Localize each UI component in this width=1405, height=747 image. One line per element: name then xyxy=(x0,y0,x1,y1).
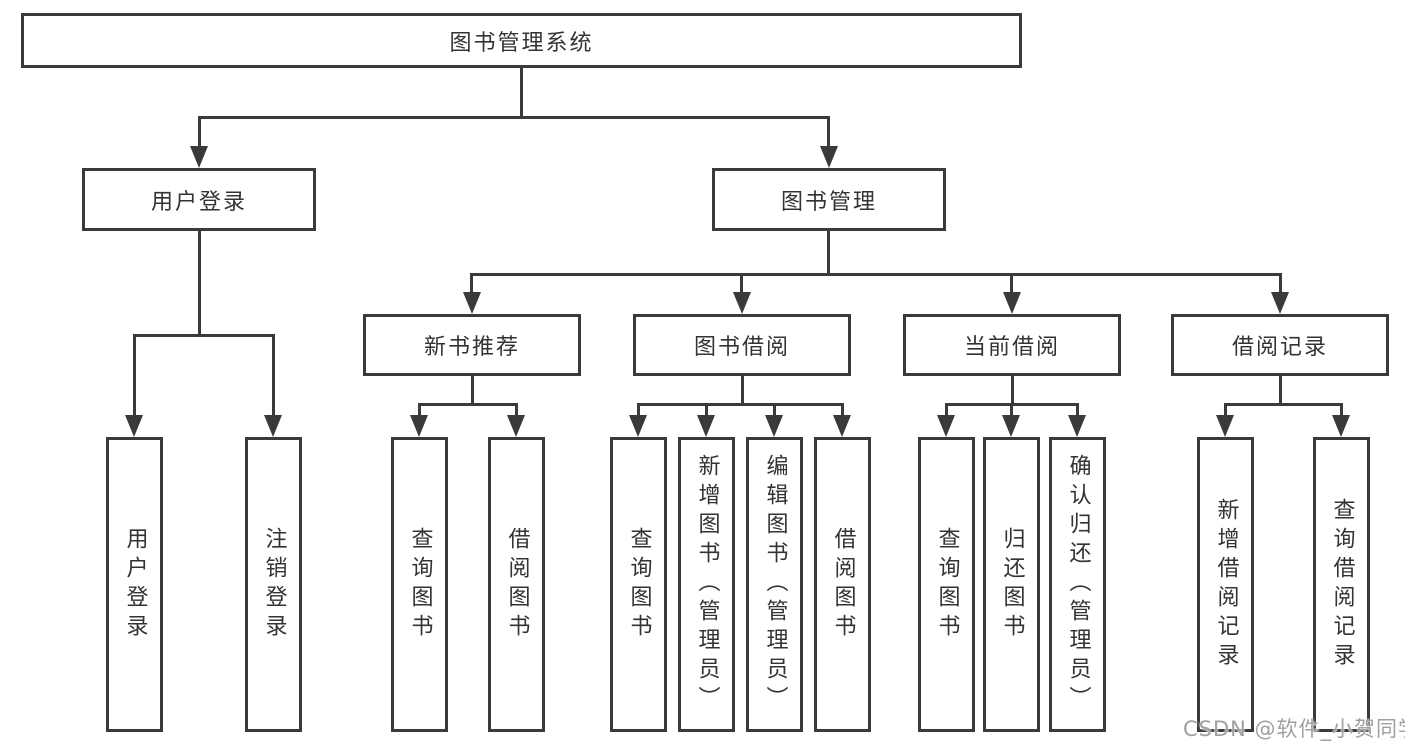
leaf-query-books: 查询图书 xyxy=(391,437,448,732)
node-borrowing-records: 借阅记录 xyxy=(1171,314,1389,376)
connector-stem xyxy=(827,116,830,148)
arrowhead-down-icon xyxy=(1068,415,1086,437)
connector-root-stem xyxy=(520,68,523,119)
connector-root-rail xyxy=(198,116,830,119)
arrowhead-down-icon xyxy=(1002,415,1020,437)
node-new-book-recommend: 新书推荐 xyxy=(363,314,581,376)
node-library-system: 图书管理系统 xyxy=(21,13,1022,68)
connector-stem xyxy=(1224,403,1227,417)
csdn-watermark: CSDN @软件_小贺同学 xyxy=(1183,717,1405,741)
connector-stem xyxy=(637,403,640,417)
arrowhead-down-icon xyxy=(507,415,525,437)
connector-rail xyxy=(470,273,1282,276)
connector-stem xyxy=(272,334,275,417)
connector-stem xyxy=(1011,376,1014,405)
node-book-borrowing: 图书借阅 xyxy=(633,314,851,376)
connector-stem xyxy=(705,403,708,417)
arrowhead-down-icon xyxy=(410,415,428,437)
connector-stem xyxy=(198,231,201,337)
connector-stem xyxy=(741,376,744,405)
arrowhead-down-icon xyxy=(1216,415,1234,437)
connector-stem xyxy=(470,273,473,294)
leaf-add-borrow-record: 新增借阅记录 xyxy=(1197,437,1254,732)
connector-stem xyxy=(1340,403,1343,417)
connector-stem xyxy=(773,403,776,417)
arrowhead-down-icon xyxy=(937,415,955,437)
connector-stem xyxy=(1010,403,1013,417)
arrowhead-down-icon xyxy=(765,415,783,437)
connector-stem xyxy=(945,403,948,417)
leaf-borrow-books: 借阅图书 xyxy=(488,437,545,732)
leaf-confirm-return-admin: 确认归还（管理员） xyxy=(1049,437,1106,732)
arrowhead-down-icon xyxy=(833,415,851,437)
connector-stem xyxy=(841,403,844,417)
connector-rail xyxy=(418,403,517,406)
connector-rail xyxy=(1224,403,1342,406)
connector-stem xyxy=(740,273,743,294)
connector-stem xyxy=(1010,273,1013,294)
arrowhead-down-icon xyxy=(1332,415,1350,437)
arrowhead-down-icon xyxy=(733,292,751,314)
connector-rail xyxy=(133,334,275,337)
leaf-query-books: 查询图书 xyxy=(918,437,975,732)
node-user-login-branch: 用户登录 xyxy=(82,168,316,231)
connector-stem xyxy=(1076,403,1079,417)
node-current-borrowing: 当前借阅 xyxy=(903,314,1121,376)
arrowhead-down-icon xyxy=(697,415,715,437)
connector-stem xyxy=(515,403,518,417)
connector-stem xyxy=(418,403,421,417)
connector-stem xyxy=(471,376,474,405)
connector-stem xyxy=(1279,376,1282,405)
arrowhead-down-icon xyxy=(820,146,838,168)
connector-stem xyxy=(1279,273,1282,294)
leaf-logout: 注销登录 xyxy=(245,437,302,732)
leaf-query-borrow-record: 查询借阅记录 xyxy=(1313,437,1370,732)
arrowhead-down-icon xyxy=(264,415,282,437)
leaf-edit-books-admin: 编辑图书（管理员） xyxy=(746,437,803,732)
leaf-return-books: 归还图书 xyxy=(983,437,1040,732)
leaf-query-books: 查询图书 xyxy=(610,437,667,732)
connector-stem xyxy=(827,231,830,276)
connector-rail xyxy=(637,403,843,406)
leaf-user-login: 用户登录 xyxy=(106,437,163,732)
leaf-add-books-admin: 新增图书（管理员） xyxy=(678,437,735,732)
arrowhead-down-icon xyxy=(125,415,143,437)
arrowhead-down-icon xyxy=(190,146,208,168)
arrowhead-down-icon xyxy=(1003,292,1021,314)
leaf-borrow-books: 借阅图书 xyxy=(814,437,871,732)
arrowhead-down-icon xyxy=(1271,292,1289,314)
node-book-management: 图书管理 xyxy=(712,168,946,231)
arrowhead-down-icon xyxy=(463,292,481,314)
connector-stem xyxy=(133,334,136,417)
arrowhead-down-icon xyxy=(629,415,647,437)
connector-stem xyxy=(198,116,201,148)
